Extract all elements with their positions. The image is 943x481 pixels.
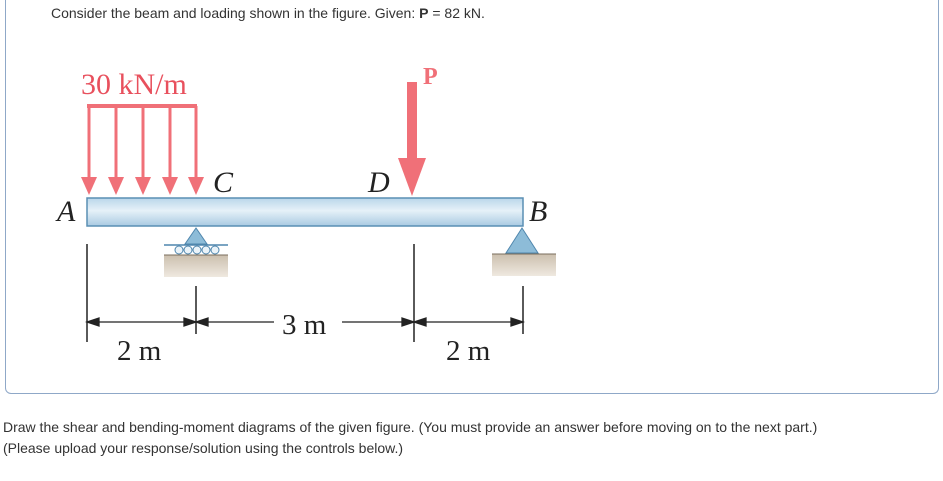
given-symbol: P (419, 5, 429, 21)
point-label-a: A (55, 195, 76, 228)
point-load-label: P (423, 64, 438, 90)
dimension-extension-lines (86, 244, 524, 342)
point-load-arrow (398, 82, 426, 196)
beam-diagram: 30 kN/m (55, 64, 556, 367)
load-arrow-1 (81, 106, 97, 195)
roller-support-c (164, 227, 228, 277)
distributed-load-arrows (81, 104, 204, 195)
point-label-c: C (213, 166, 234, 199)
distributed-load-label: 30 kN/m (81, 68, 187, 101)
question-line-1: Draw the shear and bending-moment diagra… (3, 419, 818, 435)
problem-intro: Consider the beam and loading shown in t… (51, 5, 485, 21)
load-arrow-5 (188, 106, 204, 195)
point-label-d: D (367, 166, 390, 199)
question-prompt: Draw the shear and bending-moment diagra… (3, 417, 938, 459)
beam (86, 197, 524, 227)
intro-text: Consider the beam and loading shown in t… (51, 5, 416, 21)
load-arrow-4 (162, 106, 178, 195)
problem-card: Consider the beam and loading shown in t… (5, 0, 939, 394)
load-arrow-2 (108, 106, 124, 195)
dimension-label-cd: 3 m (282, 309, 327, 341)
dimension-label-ac: 2 m (117, 335, 162, 367)
given-value: = 82 kN. (432, 5, 485, 21)
question-line-2: (Please upload your response/solution us… (3, 440, 404, 456)
beam-figure: 30 kN/m (46, 48, 586, 378)
dimension-label-db: 2 m (446, 335, 491, 367)
point-label-b: B (529, 195, 547, 228)
load-arrow-3 (135, 106, 151, 195)
dimension-lines (84, 317, 526, 327)
pin-support-b (492, 227, 556, 276)
